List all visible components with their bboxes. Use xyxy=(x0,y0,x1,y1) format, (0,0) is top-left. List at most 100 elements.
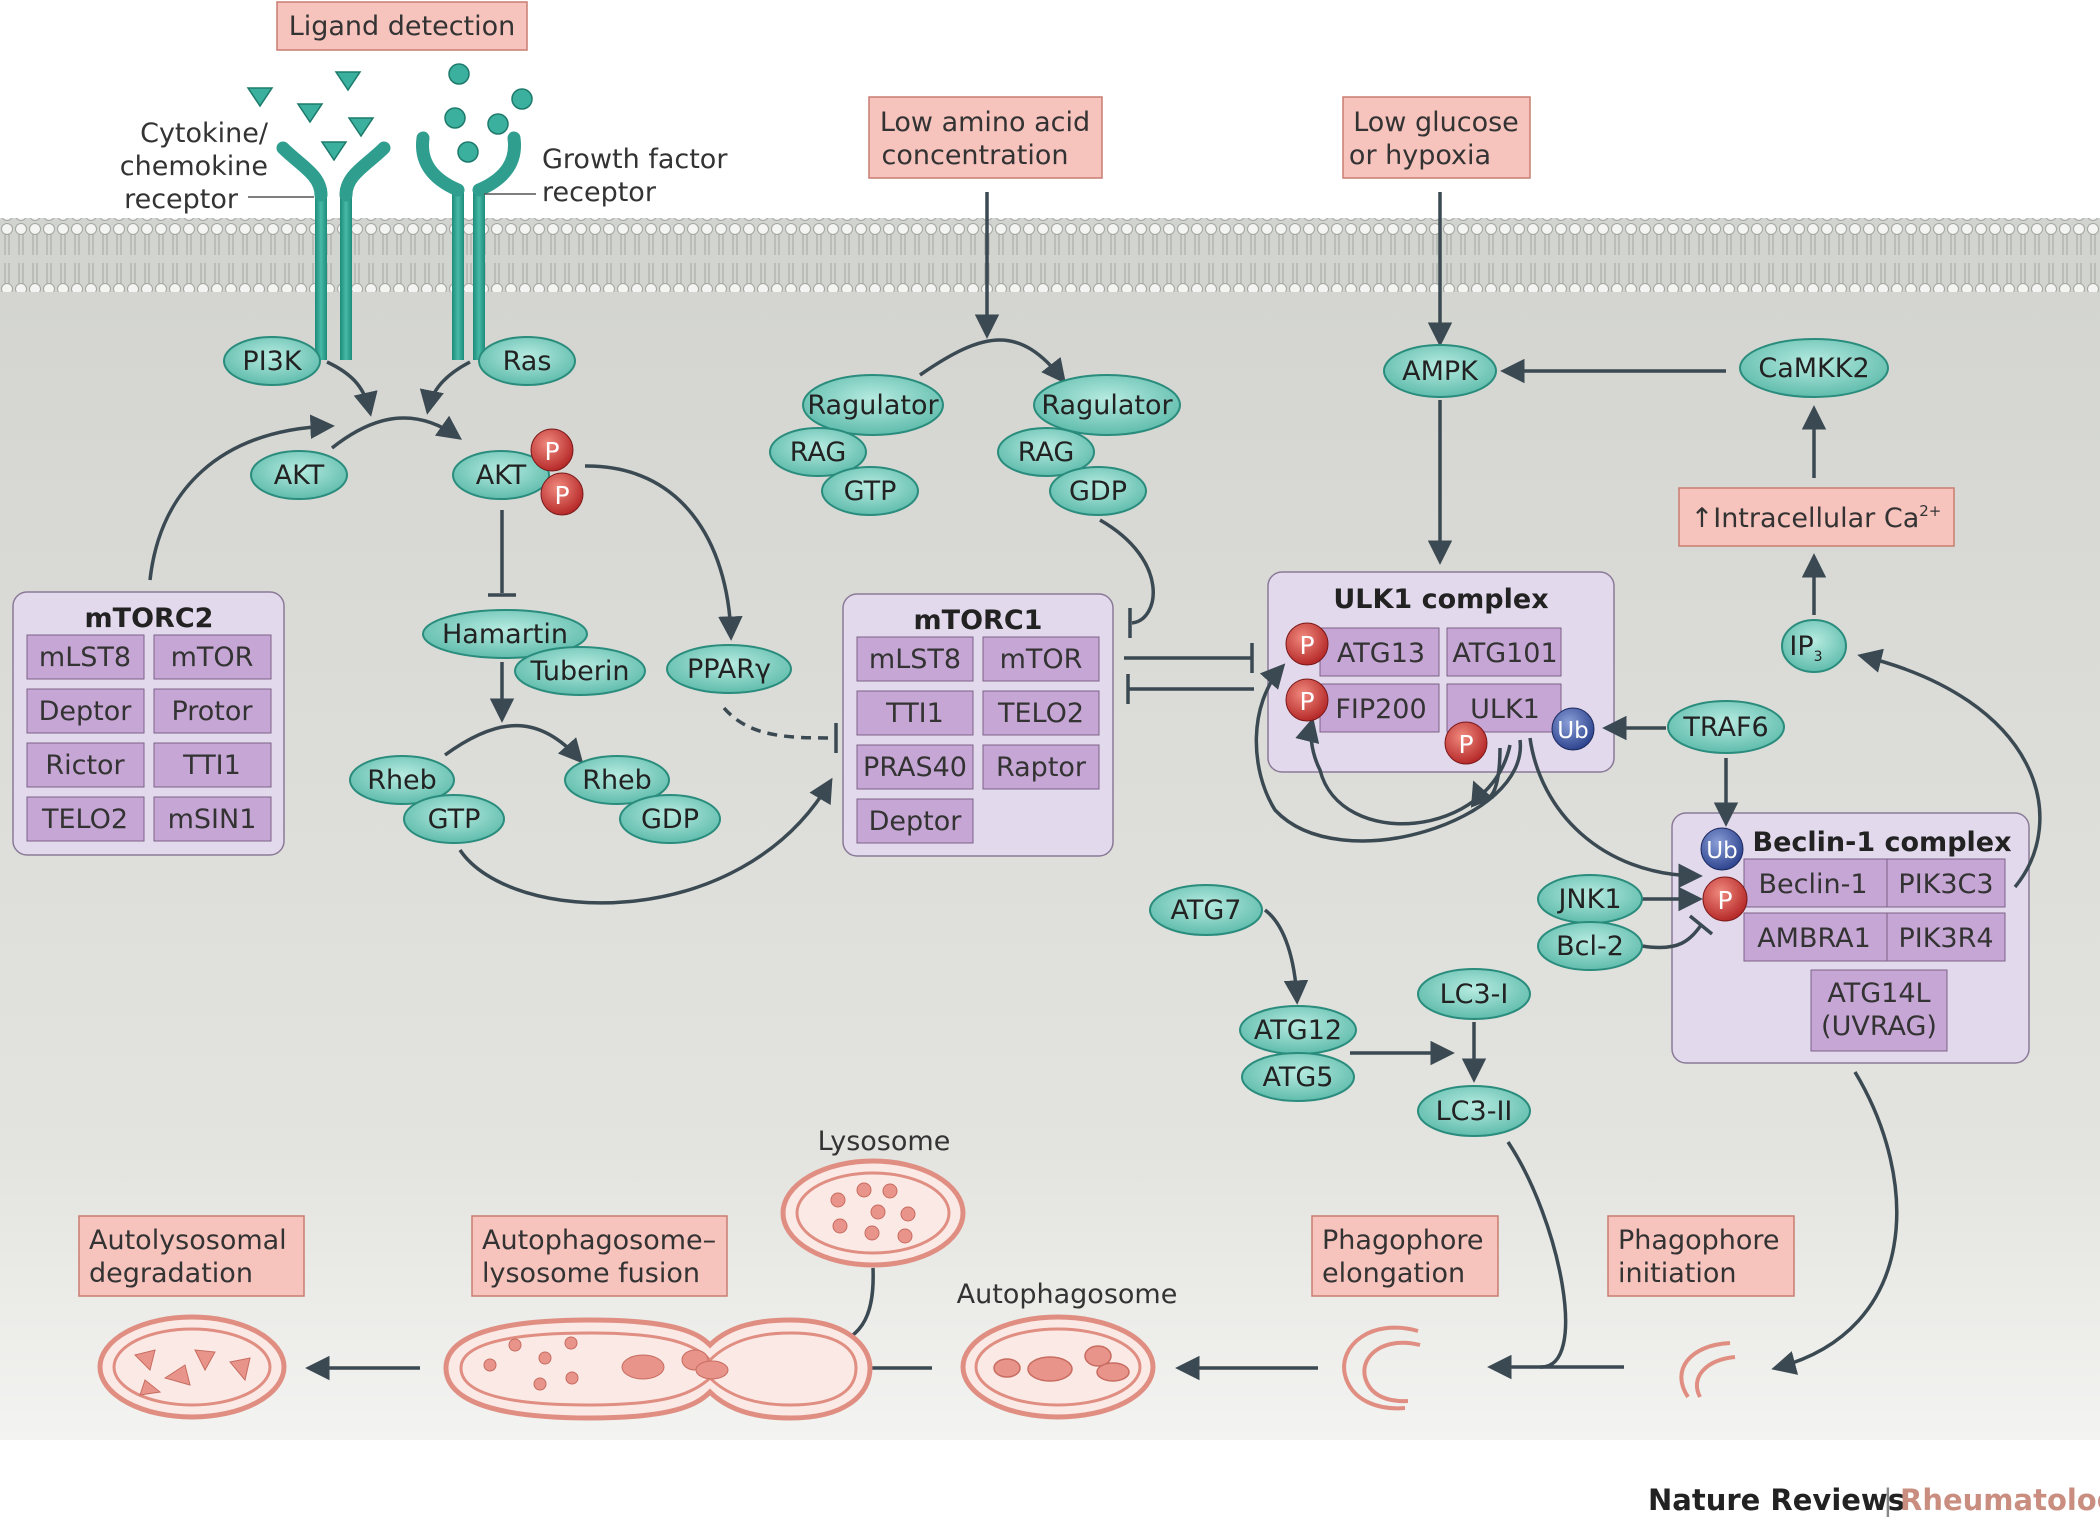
svg-text:ATG13: ATG13 xyxy=(1337,638,1425,669)
svg-text:FIP200: FIP200 xyxy=(1335,694,1426,725)
svg-text:P: P xyxy=(1717,886,1732,915)
svg-text:ATG101: ATG101 xyxy=(1452,638,1557,669)
svg-text:Deptor: Deptor xyxy=(869,806,963,837)
svg-text:(UVRAG): (UVRAG) xyxy=(1821,1011,1937,1042)
svg-text:Cytokine/: Cytokine/ xyxy=(140,118,269,149)
ligand-detection-box: Ligand detection xyxy=(276,1,528,51)
svg-text:P: P xyxy=(554,481,569,510)
cytokine-receptor xyxy=(276,141,391,360)
svg-text:P: P xyxy=(1299,631,1314,660)
low-glucose-box: Low glucose or hypoxia xyxy=(1342,96,1531,179)
phosphate-marker: P xyxy=(1444,721,1488,765)
svg-text:Autolysosomal: Autolysosomal xyxy=(89,1225,287,1256)
phagophore-elongation-box: Phagophore elongation xyxy=(1311,1215,1499,1297)
tuberin-protein: Tuberin xyxy=(514,646,646,696)
ubiquitin-marker: Ub xyxy=(1551,707,1595,751)
svg-text:elongation: elongation xyxy=(1322,1258,1465,1289)
svg-text:concentration: concentration xyxy=(882,140,1069,171)
ras-protein: Ras xyxy=(478,336,576,386)
autophagosome-vesicle xyxy=(960,1314,1156,1420)
bcl2-protein: Bcl-2 xyxy=(1537,921,1643,971)
svg-text:degradation: degradation xyxy=(89,1258,253,1289)
svg-text:RAG: RAG xyxy=(1018,437,1075,468)
ragulator-rag-gtp: Ragulator RAG GTP xyxy=(769,374,944,516)
svg-text:Ras: Ras xyxy=(503,346,552,377)
svg-text:RAG: RAG xyxy=(790,437,847,468)
svg-text:IP3: IP3 xyxy=(1789,631,1822,665)
svg-text:JNK1: JNK1 xyxy=(1556,884,1621,915)
svg-text:receptor: receptor xyxy=(542,177,657,208)
svg-text:|: | xyxy=(1883,1483,1893,1517)
svg-text:Hamartin: Hamartin xyxy=(442,619,568,650)
svg-text:TTI1: TTI1 xyxy=(885,698,944,729)
svg-text:Ub: Ub xyxy=(1557,718,1588,744)
autophagosome-label: Autophagosome xyxy=(957,1279,1178,1310)
svg-text:receptor: receptor xyxy=(124,184,239,215)
jnk1-protein: JNK1 xyxy=(1537,874,1643,924)
phosphate-marker: P xyxy=(540,472,584,516)
svg-text:GDP: GDP xyxy=(1069,476,1127,507)
svg-text:ULK1: ULK1 xyxy=(1470,694,1540,725)
svg-text:chemokine: chemokine xyxy=(120,151,268,182)
svg-text:Low amino acid: Low amino acid xyxy=(880,107,1090,138)
svg-text:TELO2: TELO2 xyxy=(997,698,1084,729)
ragulator-rag-gdp: Ragulator RAG GDP xyxy=(997,374,1181,516)
svg-text:LC3-I: LC3-I xyxy=(1440,979,1509,1010)
svg-text:lysosome fusion: lysosome fusion xyxy=(482,1258,700,1289)
pi3k-protein: PI3K xyxy=(223,336,321,386)
svg-text:Autophagosome–: Autophagosome– xyxy=(482,1225,716,1256)
ppar-gamma-protein: PPARγ xyxy=(666,644,792,694)
svg-text:ATG7: ATG7 xyxy=(1171,895,1242,926)
intracellular-calcium-box: ↑Intracellular Ca2+ xyxy=(1678,487,1955,547)
svg-text:GTP: GTP xyxy=(844,476,897,507)
phosphate-marker: P xyxy=(1285,678,1329,722)
svg-text:mTOR: mTOR xyxy=(171,642,254,673)
ubiquitin-marker: Ub xyxy=(1700,827,1744,871)
svg-text:ATG14L: ATG14L xyxy=(1827,978,1930,1009)
svg-text:TELO2: TELO2 xyxy=(41,804,128,835)
svg-text:ATG12: ATG12 xyxy=(1254,1015,1342,1046)
autophagosome-lysosome-fusion-box: Autophagosome– lysosome fusion xyxy=(471,1215,728,1297)
svg-text:or hypoxia: or hypoxia xyxy=(1349,140,1491,171)
cytokine-ligands xyxy=(246,71,375,162)
phosphate-marker: P xyxy=(1702,876,1748,922)
svg-text:LC3-II: LC3-II xyxy=(1436,1096,1513,1127)
autophagosome-lysosome-fusion-vesicle xyxy=(443,1317,873,1421)
svg-text:PPARγ: PPARγ xyxy=(687,654,771,685)
phosphate-marker: P xyxy=(530,428,574,472)
svg-text:mTOR: mTOR xyxy=(1000,644,1083,675)
svg-text:ULK1 complex: ULK1 complex xyxy=(1333,584,1548,615)
svg-text:AMBRA1: AMBRA1 xyxy=(1757,923,1871,954)
low-amino-acid-box: Low amino acid concentration xyxy=(868,96,1103,179)
ip3-protein: IP3 xyxy=(1781,619,1847,673)
svg-text:Low glucose: Low glucose xyxy=(1353,107,1519,138)
cytokine-receptor-label: Cytokine/ chemokine receptor xyxy=(120,118,269,215)
svg-text:mSIN1: mSIN1 xyxy=(168,804,257,835)
beclin1-complex: Beclin-1 complex Beclin-1 PIK3C3 AMBRA1 … xyxy=(1671,812,2030,1064)
svg-text:Rheumatology: Rheumatology xyxy=(1900,1483,2100,1517)
svg-text:PI3K: PI3K xyxy=(242,346,302,377)
svg-text:AKT: AKT xyxy=(274,460,325,491)
svg-text:↑Intracellular Ca2+: ↑Intracellular Ca2+ xyxy=(1691,502,1942,534)
autolysosome-vesicle xyxy=(97,1314,287,1420)
atg7-protein: ATG7 xyxy=(1149,884,1263,936)
phagophore-initiation-box: Phagophore initiation xyxy=(1607,1215,1795,1297)
autolysosomal-degradation-box: Autolysosomal degradation xyxy=(78,1215,305,1297)
svg-text:Beclin-1 complex: Beclin-1 complex xyxy=(1752,827,2011,858)
akt-phosphorylated-protein: AKT xyxy=(452,450,550,500)
rheb-gdp-protein: Rheb GDP xyxy=(564,755,721,844)
svg-text:mLST8: mLST8 xyxy=(869,644,961,675)
phosphate-marker: P xyxy=(1285,622,1329,666)
svg-text:AKT: AKT xyxy=(476,460,527,491)
svg-text:PIK3C3: PIK3C3 xyxy=(1898,869,1993,900)
svg-text:Protor: Protor xyxy=(171,696,253,727)
svg-text:Ligand detection: Ligand detection xyxy=(289,11,516,42)
svg-text:Phagophore: Phagophore xyxy=(1322,1225,1484,1256)
svg-text:AMPK: AMPK xyxy=(1402,356,1479,387)
mtorc1-complex: mTORC1 mLST8 mTOR TTI1 TELO2 PRAS40 Rapt… xyxy=(842,593,1114,857)
traf6-protein: TRAF6 xyxy=(1667,700,1785,754)
svg-text:Bcl-2: Bcl-2 xyxy=(1556,931,1624,962)
svg-text:PRAS40: PRAS40 xyxy=(863,752,967,783)
svg-text:Growth factor: Growth factor xyxy=(542,144,728,175)
